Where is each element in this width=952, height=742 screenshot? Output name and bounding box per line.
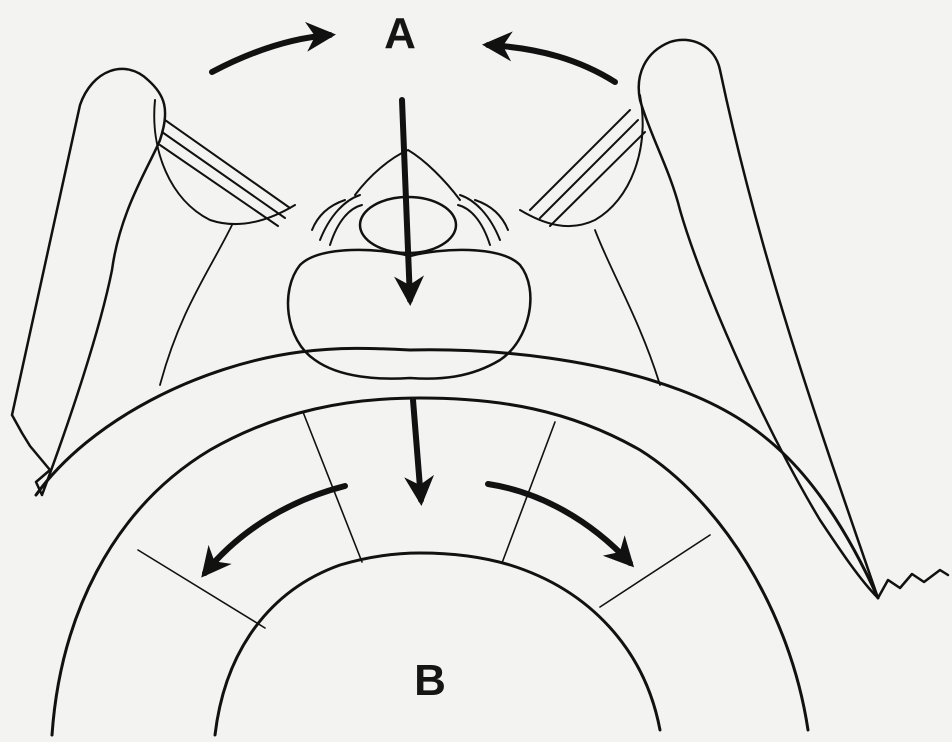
upper-right-fins [458,195,508,245]
arrow-down-lower [413,400,421,500]
label-a: A [384,9,416,58]
right-tether [595,230,660,385]
left-tether [160,225,232,385]
label-b: B [414,656,446,705]
right-outer-flap [639,40,948,598]
arrow-top-left [212,35,330,72]
upper-left-fins [312,195,362,245]
right-strap [530,110,645,226]
arrow-curve-left [205,486,345,573]
left-strap [160,120,290,226]
arrow-top-right [488,45,615,82]
segment-dividers [138,412,710,628]
outer-arch [36,348,878,598]
left-outer-flap [12,69,165,495]
segment-arch-inner [215,553,660,735]
arrow-down-upper [402,100,410,300]
arrow-curve-right [488,484,630,563]
